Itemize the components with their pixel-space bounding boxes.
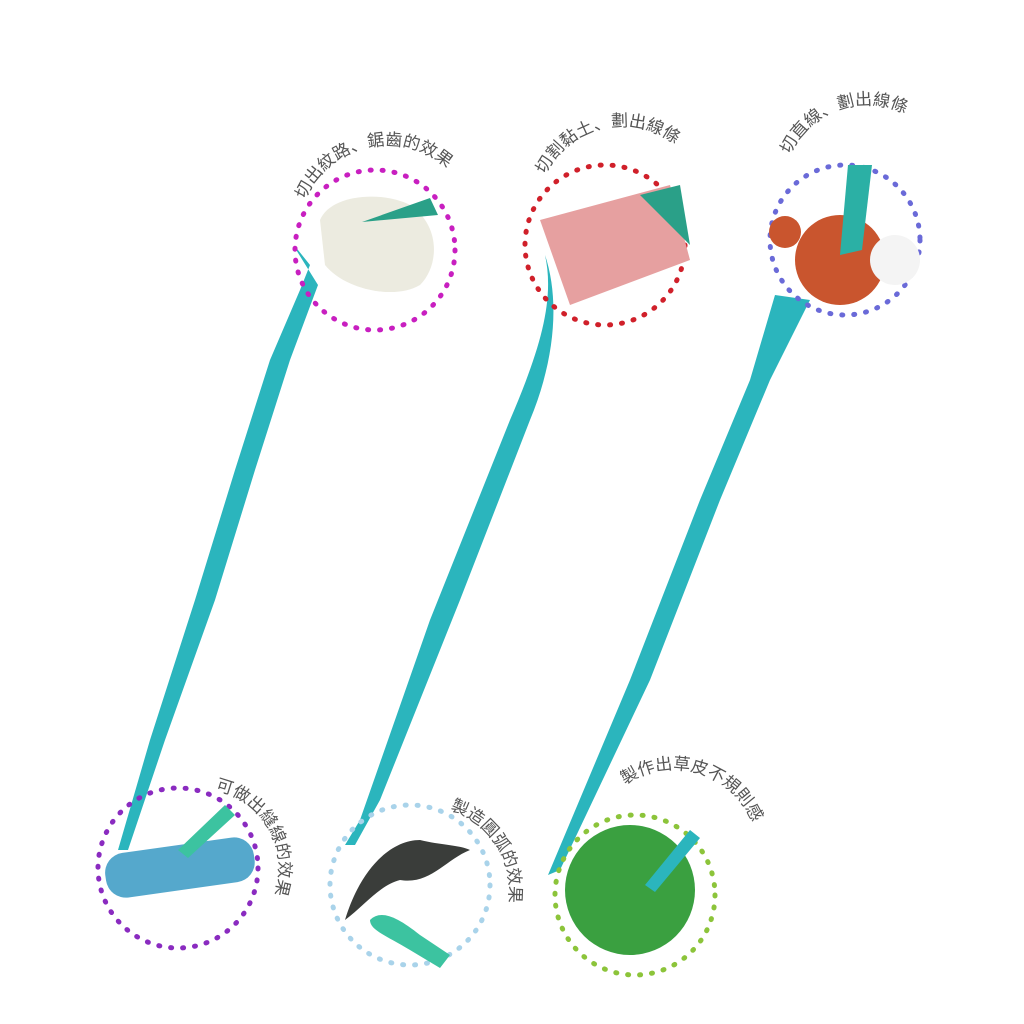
label-cutting-effect: 切割黏土、劃出線條	[532, 111, 684, 177]
label-serrated-effect: 切出紋路、鋸齒的效果	[291, 130, 456, 202]
stitch-effect-circle	[95, 785, 261, 951]
knife-clay-tool	[345, 255, 554, 845]
serrated-clay-tool	[118, 239, 318, 850]
grass-effect-circle	[552, 812, 718, 978]
label-grass-effect: 製作出草皮不規則感	[617, 754, 766, 825]
cutting-effect-circle	[522, 162, 690, 328]
chisel-clay-tool	[548, 295, 810, 875]
straight-line-effect-circle	[767, 162, 923, 318]
serrated-effect-circle	[292, 167, 458, 333]
label-straight-line-effect: 切直線、劃出線條	[777, 90, 911, 158]
arc-effect-circle	[327, 802, 493, 968]
